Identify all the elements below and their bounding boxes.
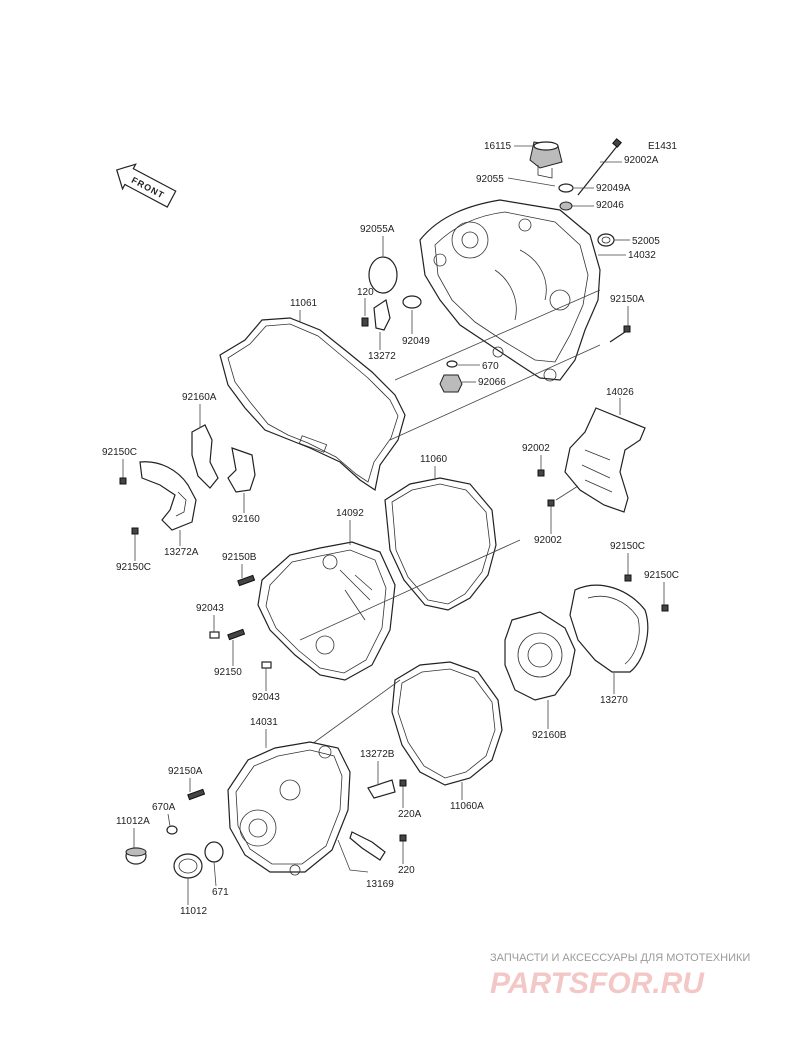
gasket-11060: [384, 477, 497, 611]
label-92160B: 92160B: [532, 730, 567, 741]
watermark-logo: PARTSFOR.RU: [490, 967, 705, 1000]
label-671: 671: [212, 887, 229, 898]
guard-13272A: [139, 461, 197, 531]
label-92150B: 92150B: [222, 552, 257, 563]
oil-seal-52005: [597, 233, 615, 247]
label-13272A: 13272A: [164, 547, 199, 558]
label-11060A: 11060A: [450, 801, 484, 812]
generator-cover-14031: [227, 741, 351, 876]
cover-92160: [227, 447, 256, 493]
label-92002A: 92002A: [624, 155, 659, 166]
label-92055A: 92055A: [360, 224, 395, 235]
cover-92160A: [191, 424, 219, 489]
gasket-11061: [219, 317, 406, 491]
bolt-92002A: [577, 138, 622, 196]
bolt-92150C-r1: [624, 574, 632, 582]
label-92150A-top: 92150A: [610, 294, 645, 305]
front-arrow-icon: FRONT: [115, 163, 177, 208]
bolt-92002-b: [547, 499, 555, 507]
label-92150C-r1: 92150C: [610, 541, 645, 552]
label-11061: 11061: [290, 298, 318, 309]
label-92150C-bl: 92150C: [116, 562, 151, 573]
bolt-220: [399, 834, 407, 842]
label-670A: 670A: [152, 802, 176, 813]
washer-92049A: [558, 183, 574, 193]
label-220A: 220A: [398, 809, 422, 820]
label-11012: 11012: [180, 906, 208, 917]
plug-92066: [439, 374, 463, 393]
label-11012A: 11012A: [116, 816, 150, 827]
label-92043-b: 92043: [252, 692, 280, 703]
bolt-92150B: [237, 574, 256, 587]
label-13169: 13169: [366, 879, 394, 890]
label-120: 120: [357, 287, 374, 298]
bolt-92150A-bottom: [187, 788, 206, 801]
bushing-92046: [559, 201, 573, 211]
bracket-13169: [349, 831, 386, 861]
gasket-11060A: [391, 661, 503, 786]
label-92002-a: 92002: [522, 443, 550, 454]
diagram-code: E1431: [648, 141, 677, 152]
oil-filler-cap-16115: [529, 141, 563, 179]
o-ring-92055A: [368, 256, 398, 294]
inner-cover-14092: [257, 541, 396, 681]
bolt-92150C-bl: [131, 527, 139, 535]
label-14026: 14026: [606, 387, 634, 398]
dowel-92043-b: [261, 661, 272, 669]
bolt-92150C-r2: [661, 604, 669, 612]
bolt-92150: [227, 628, 246, 641]
label-92160: 92160: [232, 514, 260, 525]
label-92043-a: 92043: [196, 603, 224, 614]
watermark: ЗАПЧАСТИ И АКСЕССУАРЫ ДЛЯ МОТОТЕХНИКИ PA…: [490, 952, 750, 1000]
label-14092: 14092: [336, 508, 364, 519]
dowel-92043-a: [209, 631, 220, 639]
label-13270: 13270: [600, 695, 628, 706]
label-220: 220: [398, 865, 415, 876]
label-13272B: 13272B: [360, 749, 395, 760]
part-labels: E1431 16115 92002A 92055 92049A 92046 92…: [102, 141, 679, 917]
clutch-cover-14032: [419, 199, 601, 382]
bolt-220A: [399, 779, 407, 787]
bolt-92150C-left: [119, 477, 127, 485]
label-14032: 14032: [628, 250, 656, 261]
label-92002-b: 92002: [534, 535, 562, 546]
label-92055: 92055: [476, 174, 504, 185]
o-ring-670: [446, 360, 458, 368]
label-13272: 13272: [368, 351, 396, 362]
label-52005: 52005: [632, 236, 660, 247]
cover-92160B: [504, 611, 576, 701]
label-92046: 92046: [596, 200, 624, 211]
label-92150: 92150: [214, 667, 242, 678]
label-11060: 11060: [420, 454, 448, 465]
bolt-92150A-top: [609, 325, 631, 343]
bolt-92002-a: [537, 469, 545, 477]
o-ring-671: [204, 841, 224, 863]
label-92150A-bottom: 92150A: [168, 766, 203, 777]
watermark-tagline: ЗАПЧАСТИ И АКСЕССУАРЫ ДЛЯ МОТОТЕХНИКИ: [490, 952, 750, 964]
label-92150C-r2: 92150C: [644, 570, 679, 581]
sprocket-cover-14026: [564, 407, 646, 513]
oil-seal-92049: [402, 295, 422, 309]
guard-13270: [569, 584, 649, 673]
label-92049: 92049: [402, 336, 430, 347]
cap-11012: [173, 853, 203, 879]
label-92160A: 92160A: [182, 392, 217, 403]
label-670: 670: [482, 361, 499, 372]
label-92049A: 92049A: [596, 183, 631, 194]
label-16115: 16115: [484, 141, 512, 152]
bolt-120: [361, 317, 369, 327]
bracket-13272B: [367, 779, 396, 799]
o-ring-670A: [166, 825, 178, 835]
label-92066: 92066: [478, 377, 506, 388]
label-14031: 14031: [250, 717, 278, 728]
label-92150C-left: 92150C: [102, 447, 137, 458]
plate-13272: [373, 299, 391, 331]
